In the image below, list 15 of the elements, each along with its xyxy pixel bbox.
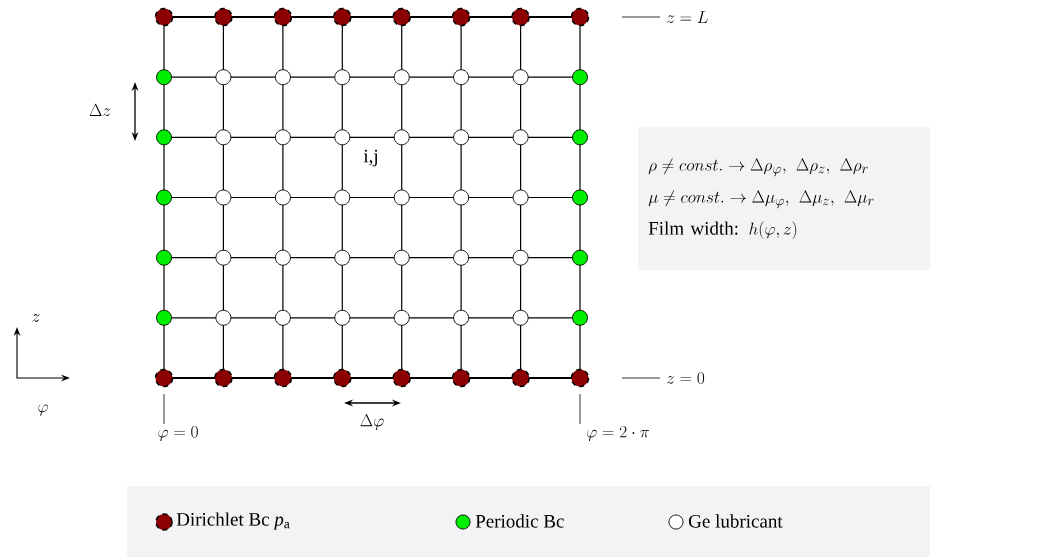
math-label: $\varphi$ [38,404,48,416]
legend-label: Periodic Bc [475,514,564,528]
math-label: $z$ [32,314,40,322]
info-box: $\rho \neq const. \to \Delta\rho_\varphi,\ \Delta\rho_z,\ \Delta\rho_r$ $\mu \neq const. \to \Delta\mu_\varphi,\ \Delta\mu_z,\ \Delta\mu_r$ $\mbox{Film width: } h(\varphi, z)$ [638,127,931,271]
level-label: $\varphi = 2 \cdot \pi$ [587,425,650,442]
grid-point-label: i,j [363,149,377,167]
level-label: $\varphi = 0$ [158,425,198,442]
legend-label: Ge lubricant [689,514,783,528]
level-label: $z = 0$ [666,372,705,384]
math-label: $\Delta\varphi$ [360,414,384,430]
math-label: $\Delta z$ [89,103,111,117]
leader-line [579,393,581,425]
leader-line [163,393,165,425]
legend-label: Dirichlet Bc p$_{a}$ [176,512,290,530]
level-label: $z = L$ [666,11,708,24]
